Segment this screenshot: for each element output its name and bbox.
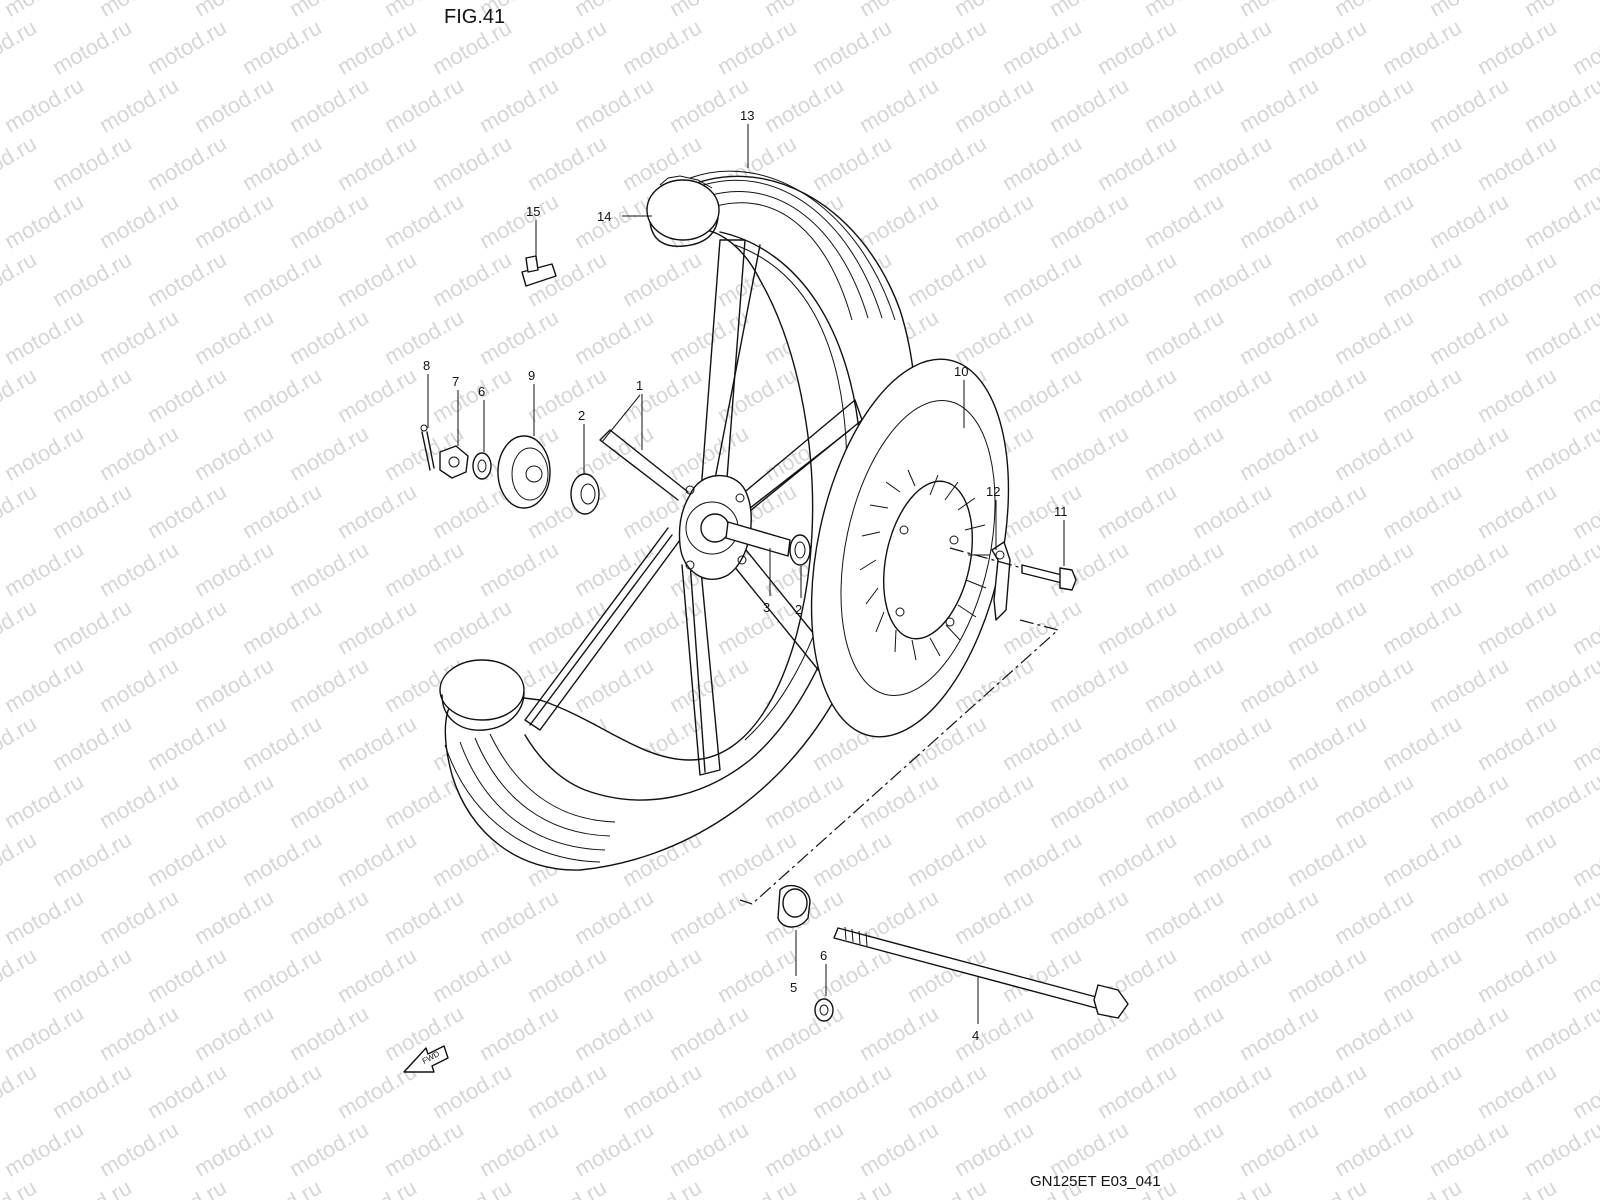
lock-washer bbox=[991, 541, 1011, 621]
wheel-spokes bbox=[524, 239, 863, 776]
callout-11: 11 bbox=[1054, 504, 1068, 519]
figure-code: GN125ET E03_041 bbox=[1030, 1173, 1161, 1190]
callout-7: 7 bbox=[452, 374, 459, 389]
callout-2-left: 2 bbox=[578, 408, 585, 423]
callouts: 13 14 15 8 7 6 9 2 1 10 12 11 3 bbox=[423, 108, 1068, 1043]
callout-9: 9 bbox=[528, 368, 535, 383]
figure-title: FIG.41 bbox=[444, 6, 506, 28]
axle-spacer-bottom bbox=[777, 884, 811, 928]
axle-nut bbox=[439, 445, 469, 479]
spacer bbox=[725, 521, 791, 557]
valve bbox=[521, 255, 557, 287]
axis-guide bbox=[739, 619, 1060, 905]
callout-12: 12 bbox=[986, 484, 1000, 499]
washer-bottom bbox=[814, 998, 834, 1022]
callout-13: 13 bbox=[740, 108, 754, 123]
fwd-arrow-icon: FWD bbox=[403, 1045, 449, 1073]
callout-15: 15 bbox=[526, 204, 540, 219]
callout-6-left: 6 bbox=[478, 384, 485, 399]
tire-section-bottom bbox=[439, 659, 525, 731]
callout-10: 10 bbox=[954, 364, 968, 379]
bearing-left bbox=[570, 473, 600, 515]
callout-2-right: 2 bbox=[795, 602, 802, 617]
axle bbox=[833, 926, 1129, 1019]
disc-bolt bbox=[949, 547, 1077, 591]
callout-1: 1 bbox=[636, 378, 643, 393]
oil-seal bbox=[497, 435, 551, 509]
callout-8: 8 bbox=[423, 358, 430, 373]
callout-5: 5 bbox=[790, 980, 797, 995]
callout-14: 14 bbox=[597, 209, 611, 224]
tire-section-top bbox=[646, 175, 720, 247]
brake-disc bbox=[810, 358, 1010, 738]
bearing-right bbox=[789, 534, 811, 566]
cotter-pin bbox=[420, 424, 435, 471]
callout-3: 3 bbox=[763, 600, 770, 615]
callout-4: 4 bbox=[972, 1028, 979, 1043]
callout-6-bottom: 6 bbox=[820, 948, 827, 963]
washer-left bbox=[472, 452, 492, 480]
